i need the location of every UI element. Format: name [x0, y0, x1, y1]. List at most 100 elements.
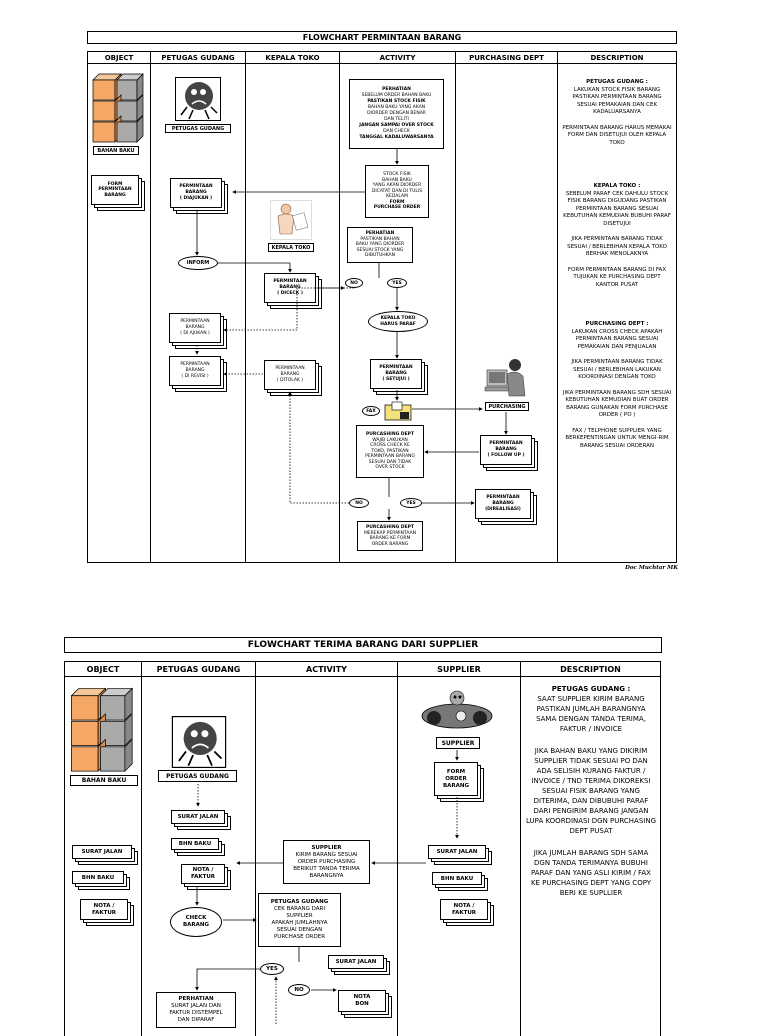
perhatian-line: DAN CHECK	[383, 129, 410, 134]
nota-bon-doc: NOTA BON	[338, 990, 386, 1012]
supplier-line: BERIKUT TANDA TERIMA	[293, 865, 360, 872]
col-line	[520, 676, 521, 1036]
surat-jalan-obj-doc: SURAT JALAN	[72, 845, 132, 859]
purchasing-dept-head: PURCASHING DEPT	[365, 525, 415, 530]
chart2-title: FLOWCHART TERIMA BARANG DARI SUPPLIER	[64, 637, 662, 653]
pb-dicek-doc: PERMINTAAN BARANG ( DICECK )	[264, 273, 316, 303]
bahan-baku-label: BAHAN BAKU	[93, 146, 139, 155]
bahan-baku-label: BAHAN BAKU	[70, 775, 138, 786]
pd-line: SESUAI DAN TIDAK	[368, 459, 412, 465]
stock-line: BAHAN BAKU	[382, 177, 412, 183]
kepala-toko-label: KEPALA TOKO	[268, 243, 314, 252]
pd-line: ORDER BARANG	[371, 541, 409, 547]
pg-line: PURCHASE ORDER	[273, 934, 326, 940]
no-oval: NO	[288, 984, 310, 996]
perhatian-line: JANGAN SAMPAI OVER STOCK	[359, 123, 434, 128]
supplier-line: ORDER PURCHASING	[297, 858, 356, 865]
col-line	[339, 63, 340, 563]
perhatian-line: PASTIKAN STOCK FISIK	[367, 99, 426, 104]
petugas-gudang-label: PETUGAS GUDANG	[165, 124, 231, 133]
perhatian-line: BAKU YANG DIORDER	[355, 242, 405, 248]
supplier-head: SUPPLIER	[311, 844, 342, 851]
col-line	[141, 676, 142, 1036]
bhn-baku-obj-doc: BHN BAKU	[72, 871, 124, 884]
perhatian-line: DIBUTUHKAN	[365, 253, 395, 259]
supplier-label: SUPPLIER	[436, 737, 480, 749]
petugas-gudang-label: PETUGAS GUDANG	[158, 770, 237, 782]
desc-paragraph: FORM PERMINTAAN BARANG DI FAX TUJUKAN KE…	[567, 266, 667, 288]
crates-icon	[70, 687, 134, 773]
col-line	[245, 63, 246, 563]
purchasing-dept-box: PURCASHING DEPT WAJIB LAKUKAN CROSS CHEC…	[356, 425, 424, 478]
header-description: DESCRIPTION	[520, 661, 661, 677]
bhn-baku-doc: BHN BAKU	[171, 838, 219, 850]
stock-line: STOCK FISIK	[383, 172, 411, 178]
perhatian-line: DIORDER DENGAN BENAR	[367, 111, 426, 116]
desc-heading: PETUGAS GUDANG :	[586, 79, 648, 85]
perhatian-head: PERHATIAN	[178, 996, 214, 1002]
stock-line: DICATAT DAN DI TULIS	[371, 188, 423, 194]
pb-diajukan-doc: PERMINTAAN BARANG ( DIAJUKAN )	[170, 178, 222, 208]
chart1-title: FLOWCHART PERMINTAAN BARANG	[87, 31, 677, 44]
kepala-harus-paraf-oval: KEPALA TOKO HARUS PARAF	[368, 311, 428, 332]
col-line	[150, 63, 151, 563]
perhatian-head: PERHATIAN	[365, 231, 395, 237]
fax-machine-icon	[384, 401, 412, 421]
pb-setujui-doc: PERMINTAAN BARANG ( SETUJUI )	[370, 359, 422, 389]
desc-paragraph: SEBELUM PARAF CEK DAHULU STOCK FISIK BAR…	[563, 190, 671, 227]
perhatian-box-1: PERHATIAN SEBELUM ORDER BAHAN BAKU PASTI…	[349, 79, 444, 149]
surat-jalan-act-doc: SURAT JALAN	[328, 955, 384, 969]
form-order-doc: FORM ORDER BARANG	[434, 762, 478, 796]
stock-fisik-box: STOCK FISIK BAHAN BAKU YANG AKAN DIORDER…	[365, 165, 429, 218]
pg-line: CEK BARANG DARI	[273, 906, 326, 912]
perhatian-line: TANGGAL KADALUWARSANYA	[359, 135, 434, 140]
no-oval-2: NO	[349, 498, 369, 508]
pd-line: OVER STOCK	[375, 465, 405, 471]
supplier-line: KIRIM BARANG SESUAI	[295, 851, 358, 858]
stock-line: FORM	[389, 199, 405, 205]
perhatian-line: DAN DIPARAF	[177, 1017, 215, 1023]
nota-faktur-sup-doc: NOTA / FAKTUR	[440, 899, 488, 920]
perhatian-line: DAN TELITI	[384, 117, 409, 122]
chart1-frame	[87, 63, 677, 563]
desc-heading: PETUGAS GUDANG :	[551, 685, 631, 693]
desc-paragraph: JIKA BAHAN BAKU YANG DIKIRIM SUPPLIER TI…	[526, 747, 657, 835]
yes-oval-2: YES	[400, 498, 422, 508]
desc-paragraph: FAX / TELPHONE SUPPLIER YANG BERKEPENTIN…	[565, 427, 669, 449]
perhatian-box-3: PERHATIAN SURAT JALAN DAN FAKTUR DISTEMP…	[156, 992, 236, 1028]
desc-paragraph: JIKA PERMINTAAN BARANG TIDAK SESUAI / BE…	[571, 359, 663, 380]
header-description: DESCRIPTION	[557, 51, 677, 64]
pg-line: SESUAI DENGAN	[276, 927, 323, 933]
bhn-baku-sup-doc: BHN BAKU	[432, 872, 482, 885]
desc-paragraph: PERMINTAAN BARANG HARUS MEMAKAI FORM DAN…	[562, 124, 672, 146]
pg-line: APAKAH JUMLAHNYA	[271, 920, 328, 926]
perhatian-line: FAKTUR DISTEMPEL	[169, 1010, 223, 1016]
pb-follow-up-doc: PERMINTAAN BARANG ( FOLLOW UP )	[480, 435, 532, 465]
pg-line: SUPPLIER	[286, 913, 313, 919]
col-line	[455, 63, 456, 563]
desc-paragraph: JIKA JUMLAH BARANG SDH SAMA DGN TANDA TE…	[530, 849, 652, 897]
pd-line: CROSS CHECK KE	[370, 443, 410, 449]
pb-di-ajukan-obj-doc: PERMINTAAN BARANG ( DI AJUKAN )	[169, 313, 221, 343]
perhatian-line: SESUAI STOCK YANG	[356, 247, 404, 253]
yes-oval: YES	[387, 278, 407, 288]
perhatian-line: SEBELUM ORDER BAHAN BAKU	[361, 93, 432, 98]
nota-faktur-obj-doc: NOTA / FAKTUR	[80, 899, 128, 920]
pd-line: MEREKAP PERMINTAAN	[363, 530, 417, 536]
crates-icon	[92, 73, 144, 143]
desc-paragraph: LAKUKAN STOCK FISIK BARANG PASTIKAN PERM…	[572, 86, 662, 116]
desc-paragraph: JIKA PERMINTAAN BARANG SDH SESUAI KEBUTU…	[562, 389, 672, 419]
yes-oval: YES	[260, 963, 284, 975]
perhatian-line: BAHAN BAKU YANG AKAN	[367, 105, 426, 110]
pd-line: TOKO, PASTIKAN	[371, 448, 409, 454]
desc-paragraph: LAKUKAN CROSS CHECK APAKAH PERMINTAAN BA…	[571, 328, 663, 350]
inform-oval: INFORM	[178, 256, 218, 270]
purchasing-figure-icon	[484, 359, 526, 397]
col-line	[397, 676, 398, 1036]
supplier-line: BARANGNYA	[309, 872, 344, 879]
nota-faktur-doc: NOTA / FAKTUR	[181, 864, 225, 884]
desc-heading: PURCHASING DEPT :	[585, 321, 649, 327]
purchasing-dept-box-2: PURCASHING DEPT MEREKAP PERMINTAAN BARAN…	[357, 521, 423, 551]
fax-oval: FAX	[362, 406, 380, 416]
stock-line: KEDALAM	[386, 194, 408, 200]
